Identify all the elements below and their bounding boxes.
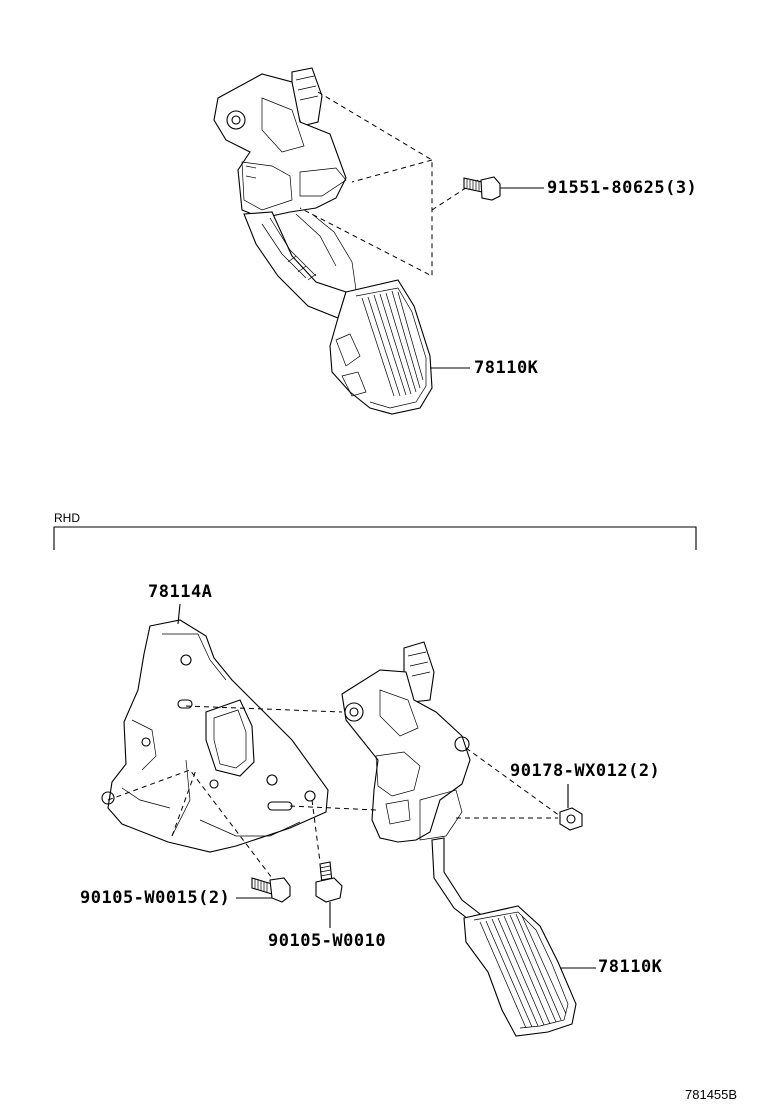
callout-bolt-90105-W0010: 90105-W0010 [268,931,387,951]
bolt-90105-W0010-icon [315,861,343,903]
callout-nut-90178: 90178-WX012(2) [510,761,661,781]
pedal-assembly-top [213,67,479,415]
rhd-section-bracket [53,526,697,550]
callout-pedal-bottom: 78110K [598,957,663,977]
bracket-78114A [101,619,329,853]
figure-id: 781455B [685,1087,738,1102]
nut-90178-icon [559,807,583,831]
assembly-dashed-lines [107,705,561,879]
section-label-rhd: RHD [54,511,80,525]
callout-bolt-90105-W0015: 90105-W0015(2) [80,888,231,908]
callout-bolt-91551: 91551-80625(3) [547,178,698,198]
pedal-assembly-bottom [341,641,577,1037]
leader-line-bracket [177,603,181,625]
callout-pedal-top: 78110K [474,358,539,378]
callout-bracket-78114A: 78114A [148,582,213,602]
bolt-91551-icon [463,176,501,201]
